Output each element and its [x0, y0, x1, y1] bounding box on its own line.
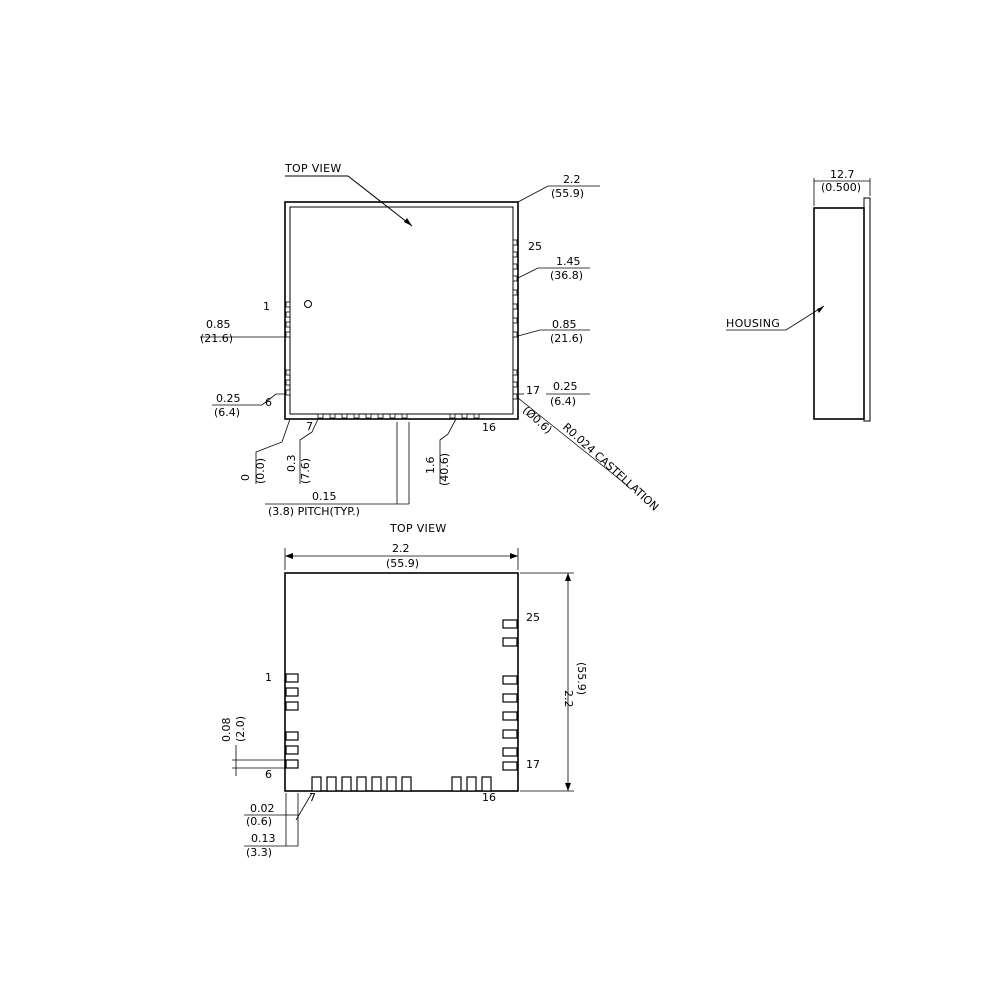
edge-mm: (0.6) [246, 815, 272, 828]
left-mid-in: 0.85 [206, 318, 231, 331]
offset-mm: (3.3) [246, 846, 272, 859]
one-six-leader [439, 418, 457, 484]
footprint-height-in: 2.2 [562, 690, 575, 708]
footprint-pin-7: 7 [309, 791, 316, 804]
footprint-width-in: 2.2 [392, 542, 410, 555]
castellation-leader [517, 397, 629, 487]
point3-mm: (7.6) [299, 458, 312, 484]
pitch-in: 0.15 [312, 490, 337, 503]
point3-in: 0.3 [285, 455, 298, 473]
pad-mm: (2.0) [234, 716, 247, 742]
footprint-pin-6: 6 [265, 768, 272, 781]
left-low-mm: (6.4) [214, 406, 240, 419]
footprint-pin-17: 17 [526, 758, 540, 771]
pin-25-label: 25 [528, 240, 542, 253]
right-upper-leader [517, 267, 590, 279]
right-upper-in: 1.45 [556, 255, 581, 268]
zero-in: 0 [239, 474, 252, 481]
left-pads [285, 673, 299, 769]
width-in: 2.2 [563, 173, 581, 186]
one-six-mm: (40.6) [438, 453, 451, 486]
pad-in: 0.08 [220, 718, 233, 743]
offset-in: 0.13 [251, 832, 276, 845]
top-view-leader [285, 175, 413, 227]
castellation-label: R0.024 CASTELLATION [560, 421, 661, 514]
footprint-title: TOP VIEW [389, 522, 447, 535]
pin-one-marker [304, 300, 312, 308]
footprint-width-mm: (55.9) [386, 557, 419, 570]
right-castellations [512, 239, 518, 400]
zero-mm: (0.0) [254, 458, 267, 484]
footprint-outline [284, 572, 519, 792]
left-mid-mm: (21.6) [200, 332, 233, 345]
housing-body [813, 207, 865, 420]
zero-leader [255, 418, 291, 484]
module-outline [284, 201, 519, 420]
module-shield [289, 206, 514, 415]
pin-7-label: 7 [306, 420, 313, 433]
housing-arrow [817, 306, 824, 313]
housing-label: HOUSING [726, 317, 780, 330]
footprint-pin-25: 25 [526, 611, 540, 624]
one-six-in: 1.6 [424, 457, 437, 475]
footprint-height-mm: (55.9) [575, 662, 588, 695]
housing-leader [726, 305, 825, 331]
edge-in: 0.02 [250, 802, 275, 815]
right-low-in: 0.25 [553, 380, 578, 393]
footprint-pin-1: 1 [265, 671, 272, 684]
width-mm: (55.9) [551, 187, 584, 200]
left-low-leader [212, 393, 286, 406]
top-view-label: TOP VIEW [284, 162, 342, 175]
thickness-mm: (0.500) [821, 181, 861, 194]
pin-6-label: 6 [265, 396, 272, 409]
castellation-mm: (Ø0.6) [520, 404, 555, 437]
footprint-pin-16: 16 [482, 791, 496, 804]
point3-leader [299, 418, 319, 484]
pitch-mm: (3.8) PITCH(TYP.) [268, 505, 360, 518]
pin-17-label: 17 [526, 384, 540, 397]
pin-1-label: 1 [263, 300, 270, 313]
left-low-in: 0.25 [216, 392, 241, 405]
footprint-drawing: TOP VIEW 2.2 (55.9) 2.2 (55.9) 25 17 [220, 522, 588, 859]
width-leader [517, 185, 600, 203]
side-view-drawing: 12.7 (0.500) HOUSING [726, 168, 871, 422]
top-view-arrow [404, 218, 412, 226]
left-castellations [285, 301, 291, 396]
thickness-in: 12.7 [830, 168, 855, 181]
housing-plate [863, 197, 871, 422]
right-low-mm: (6.4) [550, 395, 576, 408]
pin-16-label: 16 [482, 421, 496, 434]
bottom-pads [311, 776, 492, 792]
right-pads [502, 619, 518, 771]
bottom-castellations [317, 413, 480, 419]
top-view-drawing: TOP VIEW 2.2 (55.9) 25 1.45 (36.8) 0.85 … [200, 162, 661, 518]
right-upper-mm: (36.8) [550, 269, 583, 282]
right-mid-mm: (21.6) [550, 332, 583, 345]
right-mid-in: 0.85 [552, 318, 577, 331]
right-mid-leader [517, 329, 590, 337]
